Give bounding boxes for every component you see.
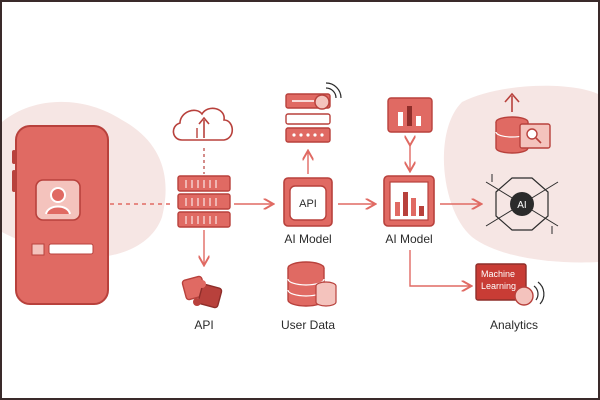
smartphone-user-icon [12,125,109,305]
api-label: API [194,318,214,332]
machine-text: Machine [481,269,516,279]
server-stack-icon [177,175,231,228]
learning-text: Learning [481,281,517,291]
bar-chart-icon [387,97,433,133]
puzzle-icon [181,275,223,309]
right-blob [443,85,598,263]
api-model-label: AI Model [284,232,332,246]
aimodel-analytics-arrow [409,250,470,286]
bar-chart-box-icon [383,175,435,227]
machine-learning-badge-icon [475,263,545,306]
wireless-server-icon [285,82,342,143]
api-badge-text: API [299,198,317,210]
ai-model-label: AI Model [385,232,433,246]
cloud-upload-icon [172,107,234,141]
user-data-label: User Data [280,318,336,332]
database-upload-icon [495,92,551,154]
ai-chip-text: AI [517,200,526,211]
analytics-label: Analytics [489,318,539,332]
database-icon [287,261,337,307]
api-box-icon: API [283,177,333,227]
ai-chip-icon: AI [485,174,559,234]
